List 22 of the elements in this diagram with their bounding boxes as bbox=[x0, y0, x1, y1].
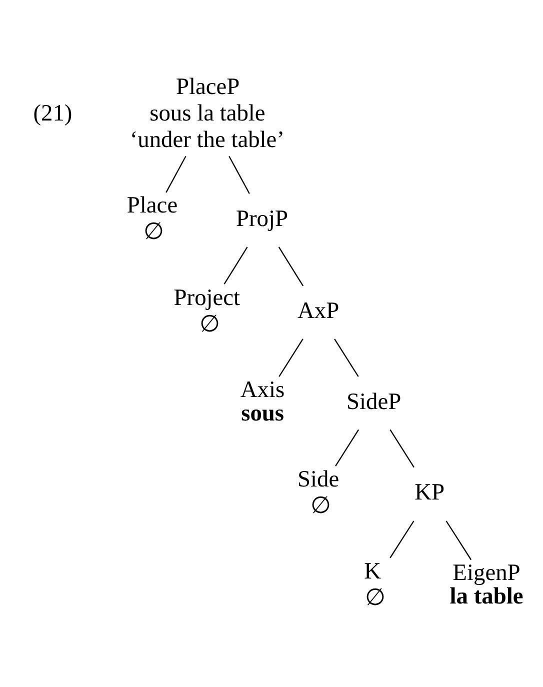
node-text: AxP bbox=[297, 298, 340, 324]
connector bbox=[278, 246, 304, 286]
node-text: Side ∅ bbox=[297, 466, 340, 518]
node-text: KP bbox=[414, 479, 445, 506]
node-text: Place ∅ bbox=[126, 192, 178, 245]
connector bbox=[166, 155, 186, 192]
node-text: ProjP bbox=[236, 205, 288, 232]
node-text: SideP bbox=[346, 388, 402, 414]
node-text: K ∅ bbox=[364, 558, 385, 611]
connector bbox=[278, 338, 304, 376]
connector bbox=[446, 520, 472, 560]
node-text: Project ∅ bbox=[174, 284, 240, 337]
node-text: EigenP la table bbox=[450, 560, 524, 610]
connector bbox=[334, 338, 359, 376]
connector bbox=[390, 520, 414, 558]
node-text: Axis sous bbox=[240, 376, 285, 426]
connector bbox=[335, 428, 360, 466]
connector bbox=[228, 155, 250, 194]
connector bbox=[224, 246, 248, 284]
connector bbox=[390, 428, 414, 468]
node-text: PlaceP sous la table ‘under the table’ bbox=[130, 74, 285, 152]
label: (21) bbox=[33, 100, 72, 126]
